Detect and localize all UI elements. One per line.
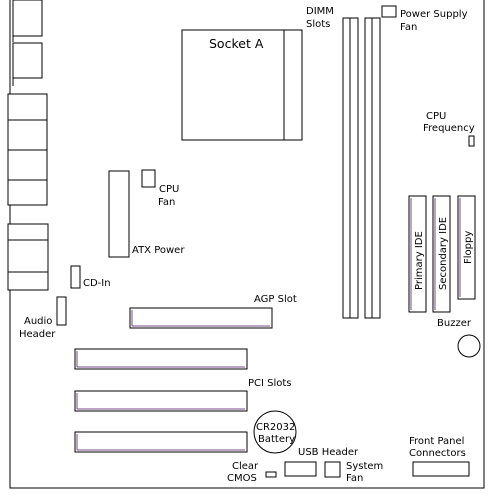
usb-header: USB Header bbox=[284, 447, 359, 477]
buzzer-label: Buzzer bbox=[437, 318, 472, 329]
agp-slot: AGP Slot bbox=[129, 294, 297, 329]
secondary-ide-connector: Secondary IDE bbox=[432, 195, 451, 313]
clear-cmos-label-line2: CMOS bbox=[227, 473, 257, 484]
psu-fan-label-line1: Power Supply bbox=[400, 9, 468, 20]
game-audio-ports bbox=[7, 223, 49, 291]
floppy-label: Floppy bbox=[463, 231, 474, 264]
buzzer: Buzzer bbox=[437, 318, 481, 358]
psu-fan-label-line2: Fan bbox=[400, 22, 417, 33]
pci-slot-3 bbox=[74, 431, 248, 453]
battery-label-line2: Battery bbox=[258, 434, 295, 445]
front-panel-label-line2: Connectors bbox=[409, 448, 466, 459]
cpu-frequency-label-line1: CPU bbox=[426, 111, 446, 122]
secondary-ide-label: Secondary IDE bbox=[438, 217, 449, 290]
cpu-fan-label-line2: Fan bbox=[158, 197, 175, 208]
clear-cmos-label-line1: Clear bbox=[232, 461, 259, 472]
floppy-connector: Floppy bbox=[457, 195, 476, 300]
system-fan-header: System Fan bbox=[324, 461, 383, 484]
pci-slots-label: PCI Slots bbox=[248, 378, 292, 389]
front-panel-connectors: Front Panel Connectors bbox=[409, 436, 470, 477]
atx-power-connector: ATX Power bbox=[108, 170, 185, 258]
clear-cmos-jumper: Clear CMOS bbox=[227, 461, 277, 484]
cd-in-label: CD-In bbox=[83, 278, 111, 289]
dimm-slots: DIMM Slots bbox=[306, 6, 381, 319]
atx-power-label: ATX Power bbox=[132, 245, 185, 256]
audio-header-label-line1: Audio bbox=[24, 316, 52, 327]
system-fan-label-line2: Fan bbox=[346, 473, 363, 484]
ps2-ports bbox=[12, 0, 43, 86]
system-fan-label-line1: System bbox=[346, 461, 383, 472]
dimm-label-line1: DIMM bbox=[306, 6, 334, 17]
agp-slot-label: AGP Slot bbox=[254, 294, 297, 305]
cpu-fan-header: CPU Fan bbox=[141, 169, 179, 208]
power-supply-fan-header: Power Supply Fan bbox=[381, 5, 468, 33]
pci-slot-2 bbox=[74, 390, 248, 412]
usb-header-label: USB Header bbox=[298, 447, 359, 458]
primary-ide-label: Primary IDE bbox=[414, 231, 425, 290]
pci-slot-1 bbox=[74, 348, 248, 370]
cpu-fan-label-line1: CPU bbox=[159, 184, 179, 195]
socket-a: Socket A bbox=[181, 29, 303, 141]
cd-in-header: CD-In bbox=[70, 265, 111, 289]
front-panel-label-line1: Front Panel bbox=[409, 436, 464, 447]
cr2032-battery: CR2032 Battery bbox=[253, 410, 297, 454]
audio-header-label-line2: Header bbox=[19, 329, 56, 340]
dimm-label-line2: Slots bbox=[306, 19, 330, 30]
audio-header: Audio Header bbox=[19, 296, 67, 340]
cpu-frequency-jumper: CPU Frequency bbox=[423, 111, 475, 147]
primary-ide-connector: Primary IDE bbox=[408, 195, 427, 313]
parallel-serial-ports bbox=[7, 93, 48, 206]
cpu-frequency-label-line2: Frequency bbox=[423, 123, 475, 134]
socket-a-label: Socket A bbox=[209, 36, 264, 51]
battery-label-line1: CR2032 bbox=[256, 422, 295, 433]
